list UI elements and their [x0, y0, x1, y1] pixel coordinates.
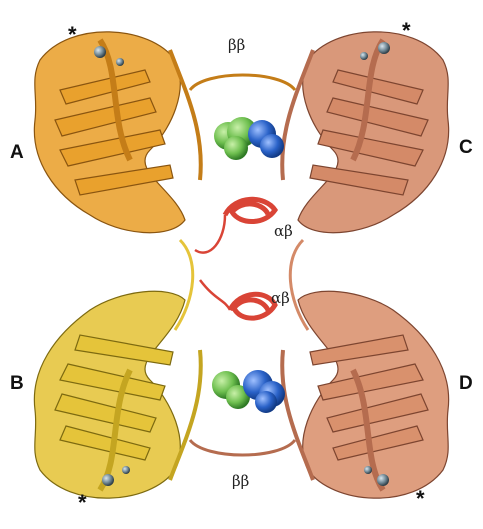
chain-b-ribbon	[34, 291, 200, 498]
site-marker-b: *	[78, 492, 87, 514]
site-marker-d: *	[416, 488, 425, 510]
ligand-upper	[214, 117, 284, 160]
site-marker-c: *	[402, 20, 411, 42]
interface-label-bb-top: ββ	[228, 38, 245, 53]
helix-lower	[200, 280, 275, 318]
chain-label-d: D	[459, 374, 473, 393]
helix-upper	[195, 199, 275, 252]
chain-c-ribbon	[282, 32, 448, 233]
chain-label-b: B	[10, 374, 24, 393]
chain-label-a: A	[10, 143, 24, 162]
ligand-lower	[212, 370, 285, 413]
chain-label-c: C	[459, 138, 473, 157]
interface-label-bb-bottom: ββ	[232, 474, 249, 489]
interface-label-ab-upper: αβ	[274, 224, 293, 239]
interface-label-ab-lower: αβ	[271, 291, 290, 306]
site-marker-a: *	[68, 24, 77, 46]
